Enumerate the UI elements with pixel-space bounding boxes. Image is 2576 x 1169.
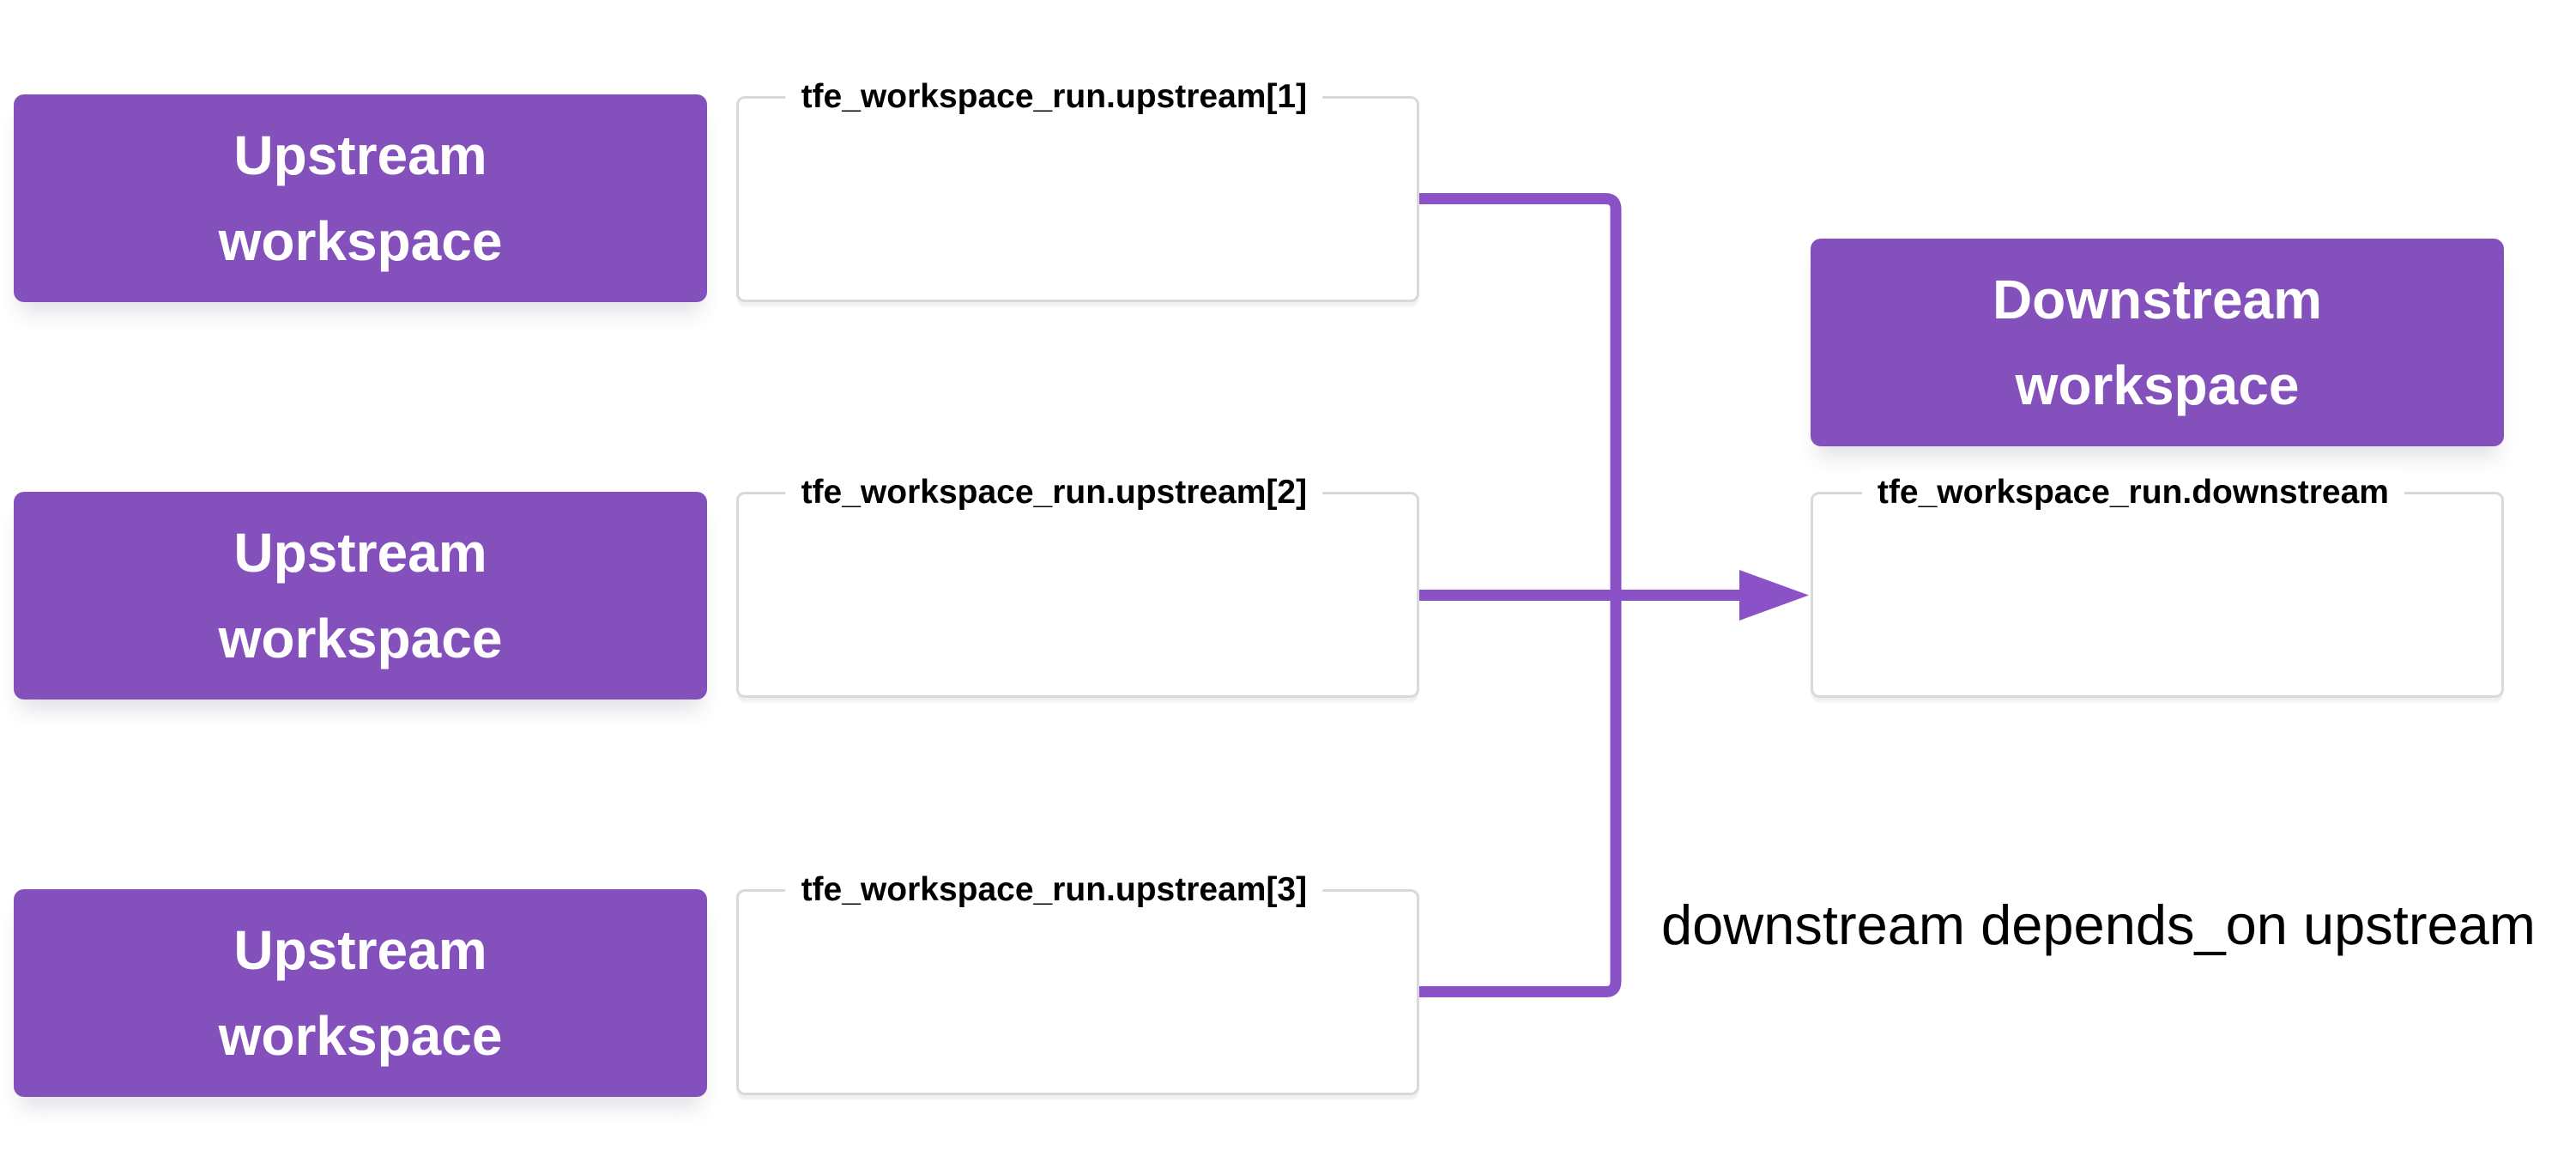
- downstream-workspace-title-line: Downstream: [1992, 269, 2323, 330]
- upstream-workspace-title-line: Upstream: [233, 522, 487, 584]
- downstream-resource-label: tfe_workspace_run.downstream: [1861, 469, 2404, 515]
- downstream-workspace-box: Downstream workspace: [1811, 239, 2504, 446]
- downstream-workspace-title-line: workspace: [2015, 354, 2300, 416]
- upstream-workspace-box-2: Upstream workspace: [14, 492, 707, 700]
- upstream-resource-label-1: tfe_workspace_run.upstream[1]: [785, 74, 1323, 119]
- upstream-workspace-box-1: Upstream workspace: [14, 94, 707, 302]
- upstream-workspace-title-line: Upstream: [233, 124, 487, 186]
- upstream-resource-box-3: tfe_workspace_run.upstream[3]: [736, 867, 1419, 1095]
- upstream-resource-label-2: tfe_workspace_run.upstream[2]: [785, 469, 1323, 515]
- upstream-resource-box-2: tfe_workspace_run.upstream[2]: [736, 469, 1419, 698]
- upstream-workspace-title-line: workspace: [218, 1005, 503, 1067]
- upstream-resource-label-3: tfe_workspace_run.upstream[3]: [785, 867, 1323, 912]
- dependency-arrowhead: [1739, 570, 1809, 621]
- dependency-annotation: downstream depends_on upstream: [1661, 893, 2536, 956]
- upstream-resource-box-1: tfe_workspace_run.upstream[1]: [736, 74, 1419, 302]
- downstream-resource-box: tfe_workspace_run.downstream: [1811, 469, 2504, 698]
- upstream-workspace-title-line: workspace: [218, 608, 503, 669]
- upstream-junction-line: [1419, 193, 1622, 997]
- upstream-workspace-title-line: workspace: [218, 210, 503, 272]
- upstream-workspace-title-line: Upstream: [233, 919, 487, 981]
- upstream-workspace-box-3: Upstream workspace: [14, 889, 707, 1097]
